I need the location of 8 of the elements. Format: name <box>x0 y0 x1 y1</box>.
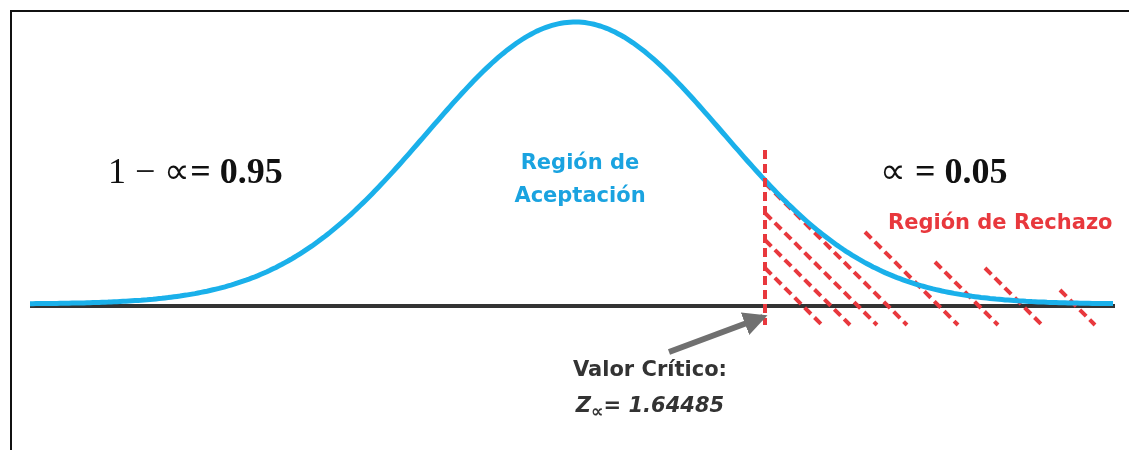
significance-level: ∝ = 0.05 <box>880 150 1008 192</box>
confidence-level: 1 − ∝= 0.95 <box>108 150 283 192</box>
region-label: Región de Aceptación <box>513 149 647 209</box>
region-label: Región de Rechazo <box>888 210 1113 234</box>
critical-value-formula: Z$_{∝}$= 1.64485 <box>574 391 726 423</box>
critical-value-label: Valor Crítico: <box>571 356 728 383</box>
leader-arrow <box>667 312 768 355</box>
critical-value-line <box>763 150 767 325</box>
